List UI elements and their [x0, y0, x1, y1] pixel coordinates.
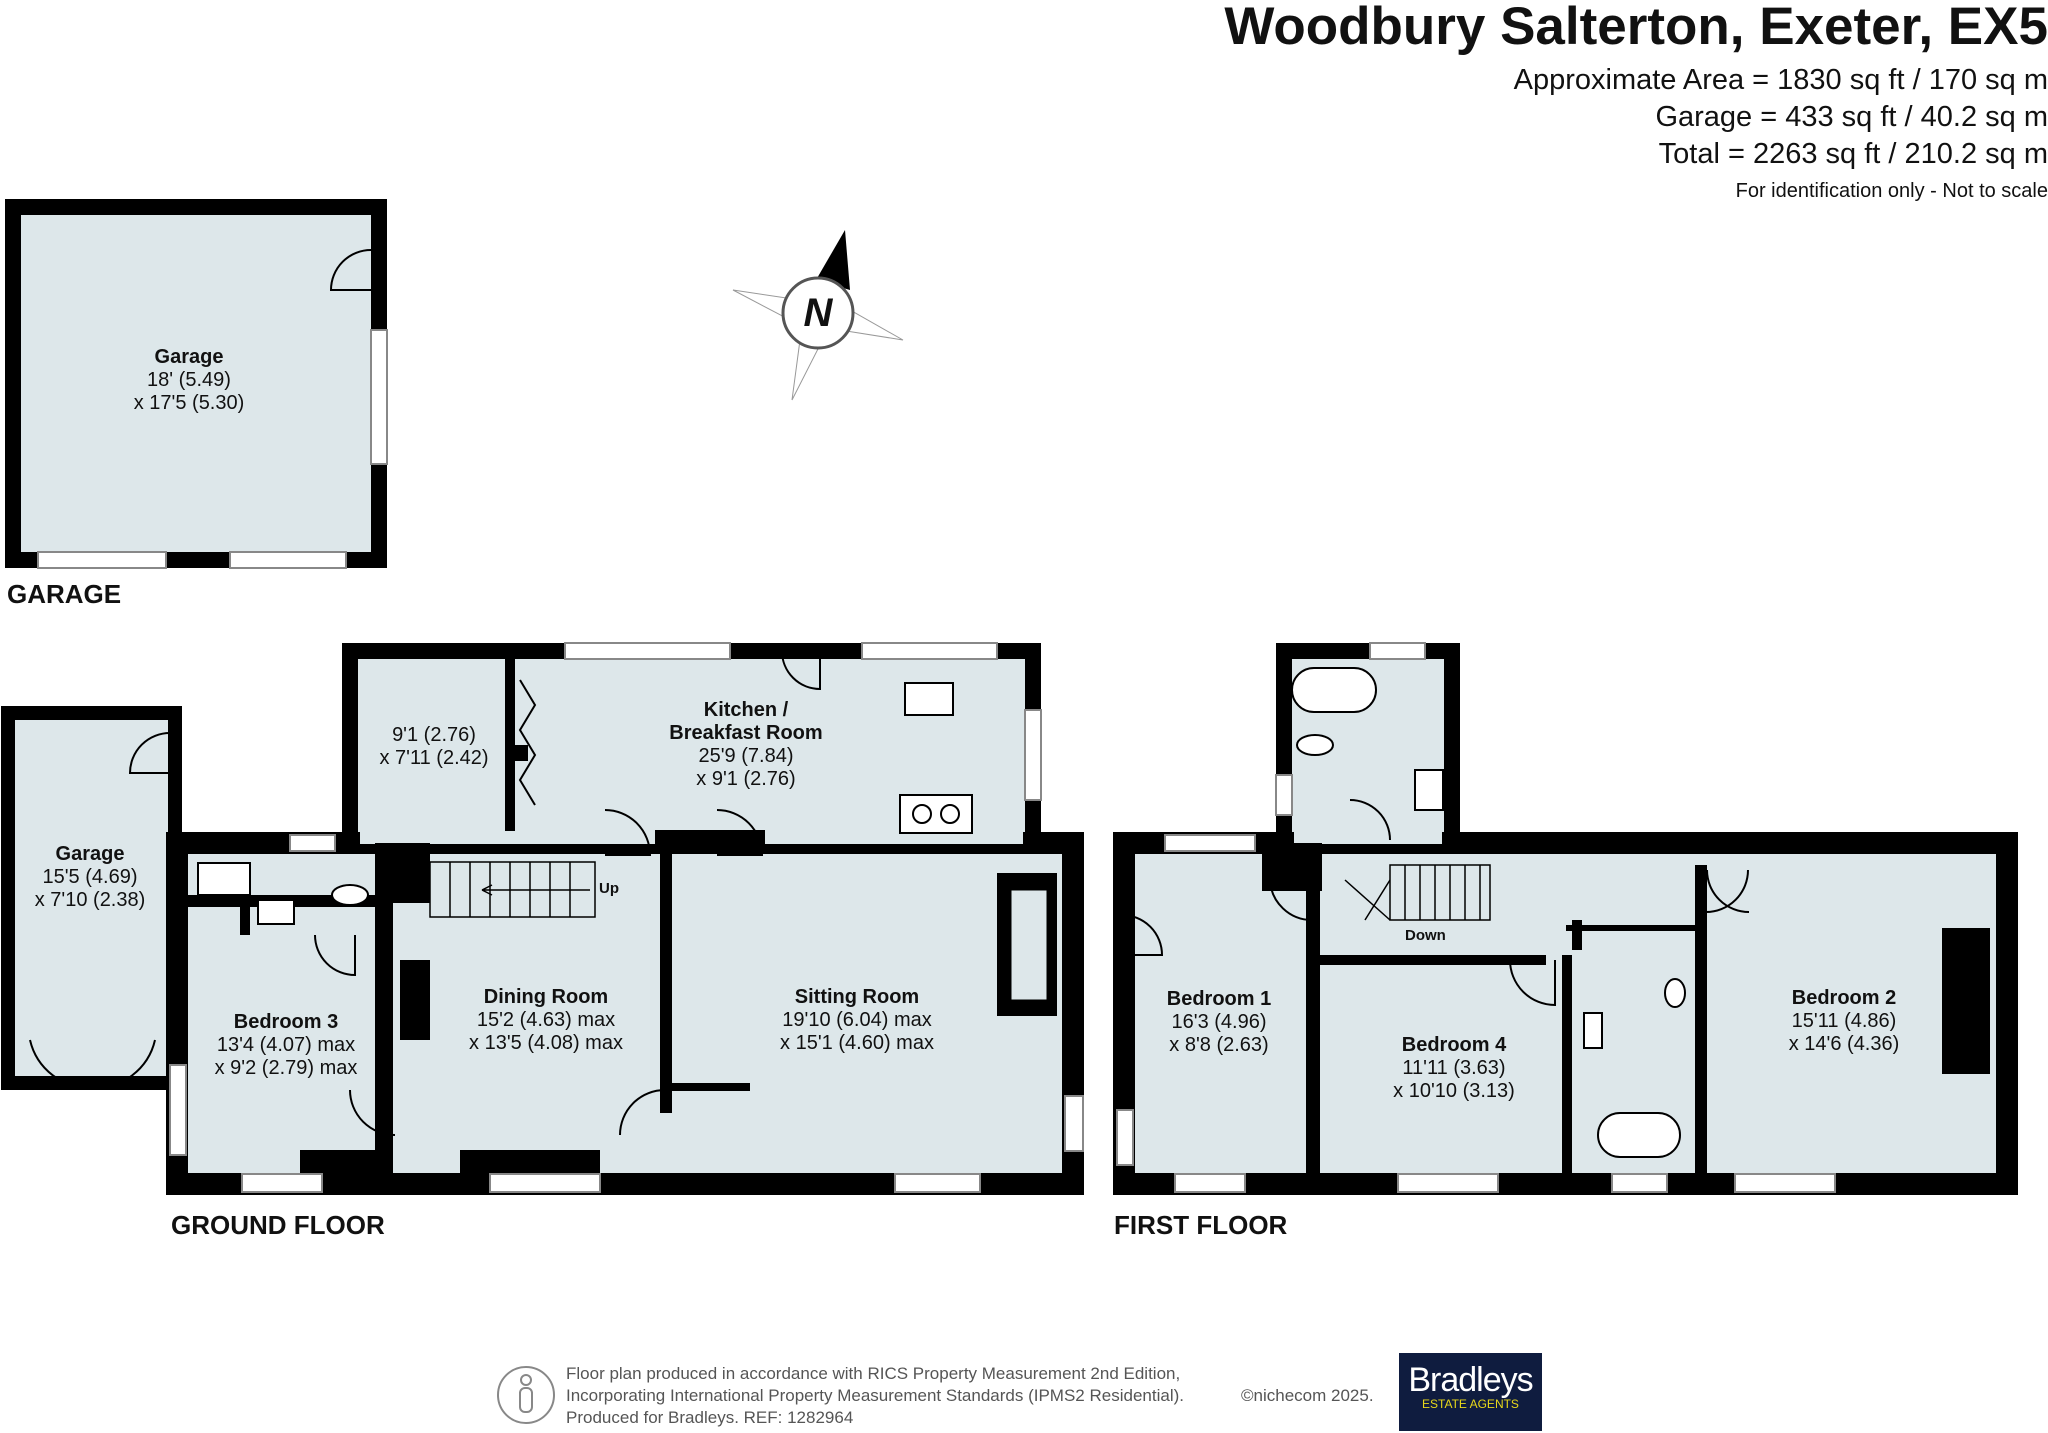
room-name: Garage — [154, 346, 224, 368]
room-kitchen: Kitchen / Breakfast Room 25'9 (7.84) x 9… — [669, 699, 822, 791]
area-garage: Garage = 433 sq ft / 40.2 sq m — [1655, 101, 2048, 133]
room-dim: x 8'8 (2.63) — [1169, 1034, 1269, 1056]
first-floor-label: FIRST FLOOR — [1114, 1210, 1288, 1240]
room-garage-detached: Garage 18' (5.49) x 17'5 (5.30) — [134, 346, 245, 415]
area-approximate: Approximate Area = 1830 sq ft / 170 sq m — [1513, 64, 2048, 96]
room-name: Breakfast Room — [669, 722, 823, 744]
room-dim: x 7'11 (2.42) — [379, 747, 489, 769]
room-dining: Dining Room 15'2 (4.63) max x 13'5 (4.08… — [469, 986, 623, 1055]
ground-floor-label: GROUND FLOOR — [171, 1210, 385, 1240]
footer-line-3: Produced for Bradleys. REF: 1282964 — [566, 1408, 854, 1427]
room-dim: x 13'5 (4.08) max — [469, 1032, 623, 1054]
room-dim: x 17'5 (5.30) — [133, 392, 245, 414]
room-dim: 9'1 (2.76) — [392, 724, 476, 746]
room-name: Bedroom 2 — [1791, 987, 1897, 1009]
room-dim: x 7'10 (2.38) — [34, 889, 146, 911]
page-title: Woodbury Salterton, Exeter, EX5 — [1224, 0, 2048, 56]
room-bedroom-3: Bedroom 3 13'4 (4.07) max x 9'2 (2.79) m… — [215, 1011, 358, 1080]
room-name: Kitchen / — [703, 699, 789, 721]
footer-line-1: Floor plan produced in accordance with R… — [566, 1364, 1181, 1383]
room-dim: 16'3 (4.96) — [1171, 1011, 1267, 1033]
room-name: Bedroom 1 — [1166, 988, 1272, 1010]
room-dim: 13'4 (4.07) max — [216, 1034, 356, 1056]
garage-detached-walls — [5, 199, 387, 568]
stairs-up-label: Up — [599, 880, 619, 897]
room-dim: 15'2 (4.63) max — [476, 1009, 616, 1031]
room-name: Sitting Room — [794, 986, 920, 1008]
scale-note: For identification only - Not to scale — [1735, 180, 2048, 202]
compass-north-label: N — [803, 291, 833, 335]
room-garage-side: Garage 15'5 (4.69) x 7'10 (2.38) — [35, 843, 146, 912]
room-name: Bedroom 4 — [1401, 1034, 1507, 1056]
room-sitting: Sitting Room 19'10 (6.04) max x 15'1 (4.… — [780, 986, 934, 1055]
room-dim: x 9'2 (2.79) max — [214, 1057, 358, 1079]
room-dim: 25'9 (7.84) — [698, 745, 794, 767]
footer-line-2: Incorporating International Property Mea… — [566, 1386, 1184, 1405]
room-dim: x 14'6 (4.36) — [1788, 1033, 1900, 1055]
room-dim: 18' (5.49) — [147, 369, 231, 391]
room-bedroom-2: Bedroom 2 15'11 (4.86) x 14'6 (4.36) — [1789, 987, 1900, 1056]
person-scale-icon — [497, 1366, 555, 1424]
area-total: Total = 2263 sq ft / 210.2 sq m — [1658, 138, 2048, 170]
bradleys-logo: Bradleys ESTATE AGENTS — [1399, 1353, 1542, 1431]
footer-copyright: ©nichecom 2025. — [1241, 1386, 1374, 1405]
logo-main-text: Bradleys — [1408, 1361, 1533, 1399]
logo-sub-text: ESTATE AGENTS — [1422, 1397, 1519, 1411]
room-dim: 11'11 (3.63) — [1402, 1057, 1506, 1079]
room-name: Bedroom 3 — [233, 1011, 339, 1033]
room-dim: x 9'1 (2.76) — [696, 768, 796, 790]
room-dim: x 10'10 (3.13) — [1393, 1080, 1515, 1102]
room-utility: 9'1 (2.76) x 7'11 (2.42) — [379, 724, 488, 770]
room-bedroom-1: Bedroom 1 16'3 (4.96) x 8'8 (2.63) — [1167, 988, 1271, 1057]
room-bedroom-4: Bedroom 4 11'11 (3.63) x 10'10 (3.13) — [1393, 1034, 1515, 1103]
garage-section-label: GARAGE — [7, 579, 122, 609]
room-dim: 15'5 (4.69) — [42, 866, 138, 888]
room-dim: x 15'1 (4.60) max — [780, 1032, 934, 1054]
room-name: Garage — [55, 843, 125, 865]
room-name: Dining Room — [483, 986, 609, 1008]
room-dim: 19'10 (6.04) max — [782, 1009, 932, 1031]
stairs-down-label: Down — [1405, 927, 1446, 944]
compass-icon — [732, 230, 904, 401]
room-dim: 15'11 (4.86) — [1791, 1010, 1897, 1032]
